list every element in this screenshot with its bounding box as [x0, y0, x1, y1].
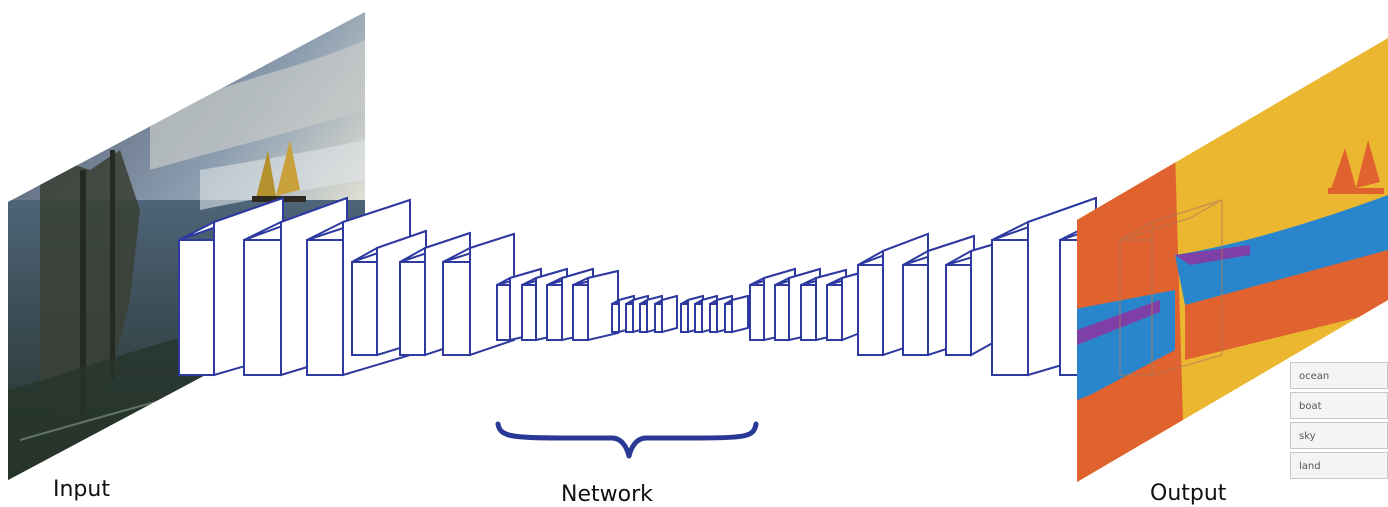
output-label: Output: [1150, 481, 1227, 506]
network-brace: [495, 421, 759, 459]
legend-item-sky: sky: [1290, 422, 1388, 449]
layer-block: [724, 294, 749, 334]
network-layers: [178, 196, 1125, 377]
input-label: Input: [53, 477, 110, 502]
legend-item-boat: boat: [1290, 392, 1388, 419]
legend: ocean boat sky land: [1290, 362, 1388, 482]
layer-block: [945, 241, 999, 357]
legend-item-land: land: [1290, 452, 1388, 479]
layer-block: [654, 294, 678, 334]
network-label: Network: [561, 482, 653, 507]
legend-item-ocean: ocean: [1290, 362, 1388, 389]
output-overlay-layer: [1119, 198, 1223, 376]
layer-block: [826, 271, 861, 342]
layer-block: [572, 269, 619, 342]
